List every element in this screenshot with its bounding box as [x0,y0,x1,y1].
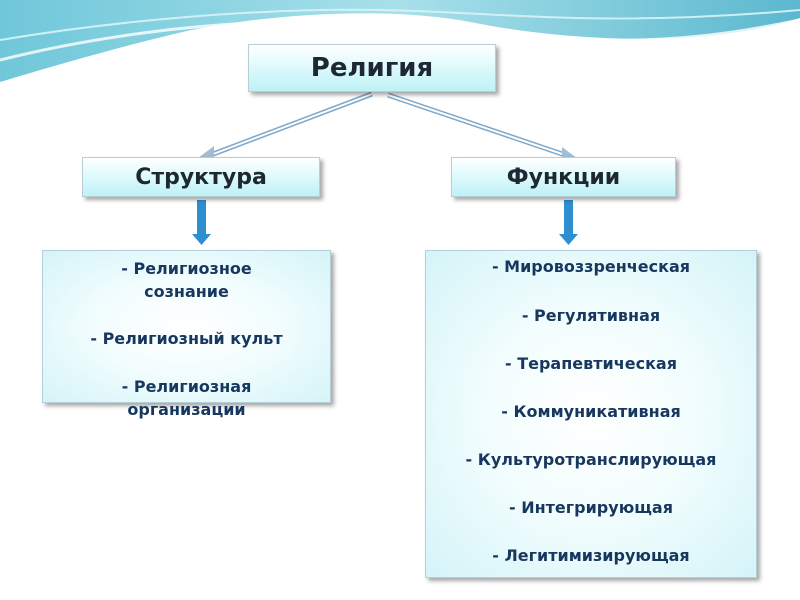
structure-item: - Религиозная [121,377,252,396]
structure-item: - Религиозный культ [90,329,283,348]
root-node-religion: Религия [248,44,496,92]
structure-item: сознание [144,282,229,301]
functions-item: - Культуротранслирующая [465,450,717,469]
root-label: Религия [310,53,434,83]
functions-item: - Регулятивная [521,306,661,325]
functions-node: Функции [451,157,676,197]
functions-item: - Терапевтическая [505,354,677,373]
functions-list-panel [425,250,757,578]
functions-down-arrow [559,200,578,245]
structure-down-arrow [192,200,211,245]
functions-item: - Мировоззренческая [491,257,691,276]
structure-label: Структура [135,164,267,190]
structure-item: - Религиозное [121,259,252,278]
functions-label: Функции [506,164,621,190]
functions-item: - Интегрирующая [509,498,673,517]
structure-list-panel [42,250,331,403]
functions-item: - Коммуникативная [501,402,681,421]
functions-item: - Легитимизирующая [492,546,690,565]
background-wave [0,0,800,82]
structure-node: Структура [82,157,320,197]
structure-item: организации [127,400,246,419]
